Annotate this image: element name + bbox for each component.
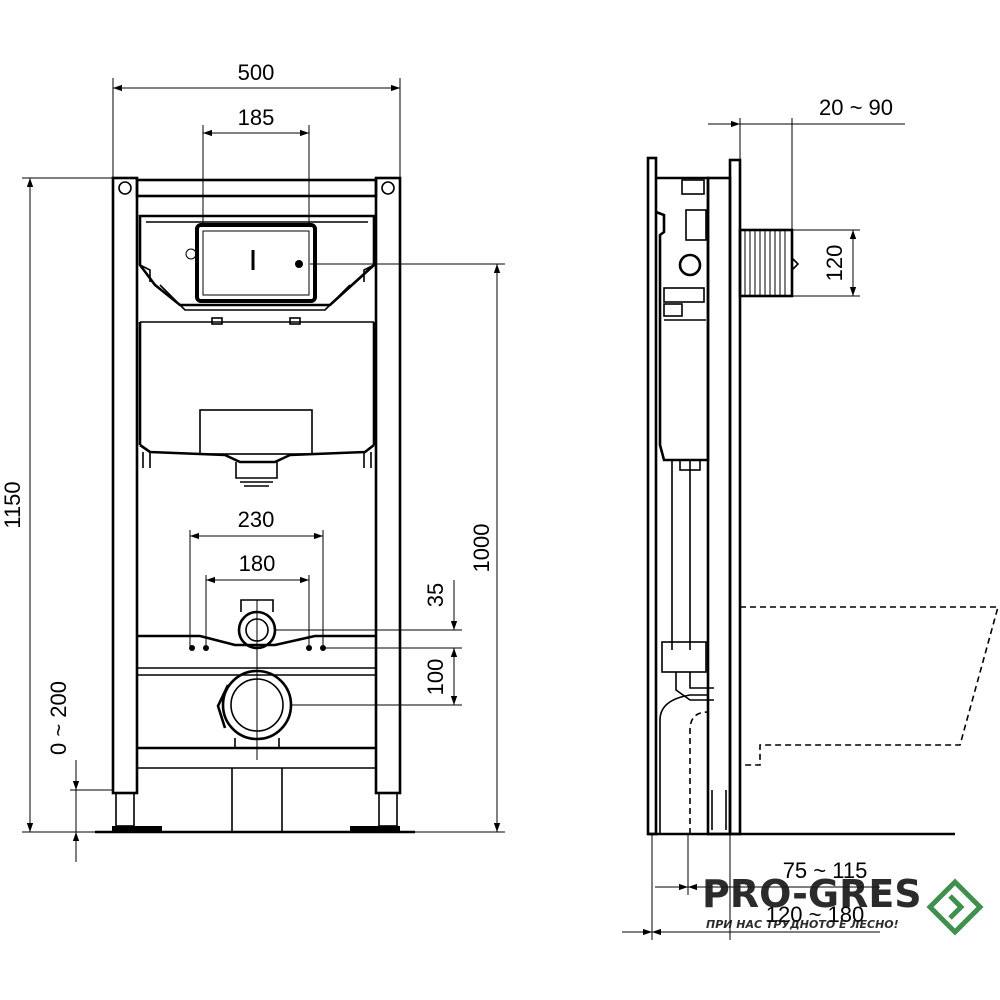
side-drain <box>659 694 708 834</box>
dim-label-185: 185 <box>238 105 275 130</box>
dim-label-180: 180 <box>239 551 276 576</box>
dim-label-100: 100 <box>423 659 448 696</box>
dim-label-1000: 1000 <box>469 524 494 573</box>
right-upright <box>374 176 402 827</box>
dim-label-20-90: 20 ~ 90 <box>819 95 893 120</box>
brand-tagline: ПРИ НАС ТРУДНОТО Е ЛЕСНО! <box>706 918 899 931</box>
dim-label-35: 35 <box>423 583 448 607</box>
left-foot <box>112 826 162 832</box>
dim-label-1150: 1150 <box>0 481 25 528</box>
dim-label-230: 230 <box>238 507 275 532</box>
extension-lines <box>22 78 505 833</box>
side-extension-lines <box>651 118 860 940</box>
front-board <box>728 158 742 836</box>
side-cistern <box>655 176 714 701</box>
side-frame <box>706 176 732 836</box>
dim-label-120-180: 120 ~ 180 <box>766 902 864 927</box>
dimension-arrows <box>26 84 501 862</box>
cistern <box>138 214 376 487</box>
drain-outlet <box>216 669 293 748</box>
dim-label-120: 120 <box>822 245 847 282</box>
side-inlet-stub <box>738 228 800 298</box>
dim-label-75-115: 75 ~ 115 <box>783 858 868 883</box>
dim-label-500: 500 <box>238 60 275 85</box>
top-rail <box>135 178 378 198</box>
brand-chevron-icon <box>926 878 984 936</box>
flush-plate <box>185 223 317 303</box>
brand-name: PRO-GRES <box>702 872 922 916</box>
side-dimension-arrows <box>622 120 905 936</box>
right-foot <box>350 826 400 832</box>
watermark-logo: PRO-GRES ПРИ НАС ТРУДНОТО Е ЛЕСНО! <box>702 872 984 936</box>
dim-label-0-200: 0 ~ 200 <box>46 681 71 755</box>
left-upright <box>111 176 139 827</box>
front-view: 500 185 1150 1000 230 180 35 100 0 ~ 200 <box>0 60 505 862</box>
side-view: 20 ~ 90 120 75 ~ 115 120 ~ 180 <box>622 95 1000 940</box>
toilet-bowl-outline <box>740 606 1000 766</box>
wall-panel <box>646 156 658 836</box>
